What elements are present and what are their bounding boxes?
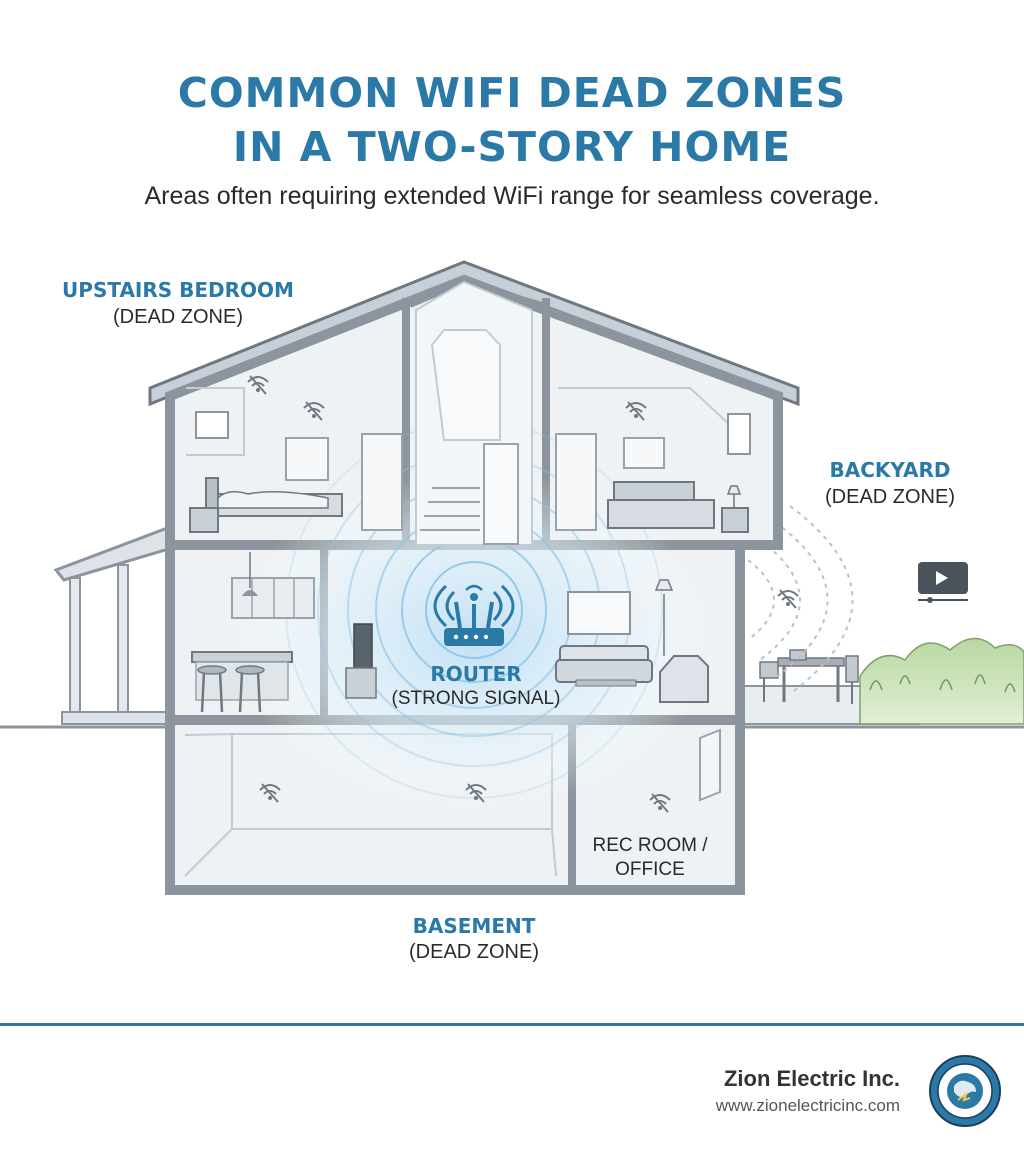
wifi-off-icon: [465, 783, 487, 803]
video-play-icon: [918, 562, 968, 603]
subtitle: Areas often requiring extended WiFi rang…: [144, 182, 880, 210]
rec-room-frame: [699, 728, 721, 802]
wifi-off-icon: [247, 375, 269, 395]
backyard-area: [739, 637, 1024, 725]
backyard-label-title: BACKYARD: [830, 458, 951, 482]
title-line-1: COMMON WIFI DEAD ZONES: [177, 69, 847, 117]
company-logo: [929, 1055, 1001, 1127]
router-icon: [433, 584, 515, 646]
upstairs-left-bedroom: [189, 411, 403, 533]
rec-room-label-line2: OFFICE: [615, 859, 685, 880]
basement-label-status: (DEAD ZONE): [409, 941, 539, 963]
upstairs-middle-stairs: [415, 280, 533, 546]
company-name: Zion Electric Inc.: [723, 1066, 900, 1091]
backyard-signal-arcs: [747, 505, 854, 695]
router-label-title: ROUTER: [430, 662, 521, 686]
kitchen: [191, 552, 315, 713]
upstairs-label-status: (DEAD ZONE): [113, 306, 243, 328]
upstairs-right-bedroom: [555, 413, 751, 533]
page-title: COMMON WIFI DEAD ZONES IN A TWO-STORY HO…: [0, 66, 1024, 174]
router-label-status: (STRONG SIGNAL): [392, 688, 561, 709]
upstairs-label-title: UPSTAIRS BEDROOM: [62, 278, 294, 302]
company-url: www.zionelectricinc.com: [715, 1096, 900, 1115]
porch: [53, 525, 184, 725]
company-info: Zion Electric Inc. www.zionelectricinc.c…: [716, 1066, 900, 1116]
roof: [148, 260, 800, 407]
basement-label-title: BASEMENT: [413, 914, 536, 938]
wifi-off-icon: [649, 793, 671, 813]
wifi-off-icon: [259, 783, 281, 803]
living-room: [345, 579, 709, 703]
footer-divider: [0, 1023, 1024, 1026]
rec-room-label-line1: REC ROOM /: [592, 835, 708, 856]
backyard-label-status: (DEAD ZONE): [825, 486, 955, 508]
wifi-off-icon: [625, 401, 647, 421]
wifi-off-icon: [777, 589, 799, 609]
title-line-2: IN A TWO-STORY HOME: [232, 123, 792, 171]
wifi-off-icon: [303, 401, 325, 421]
